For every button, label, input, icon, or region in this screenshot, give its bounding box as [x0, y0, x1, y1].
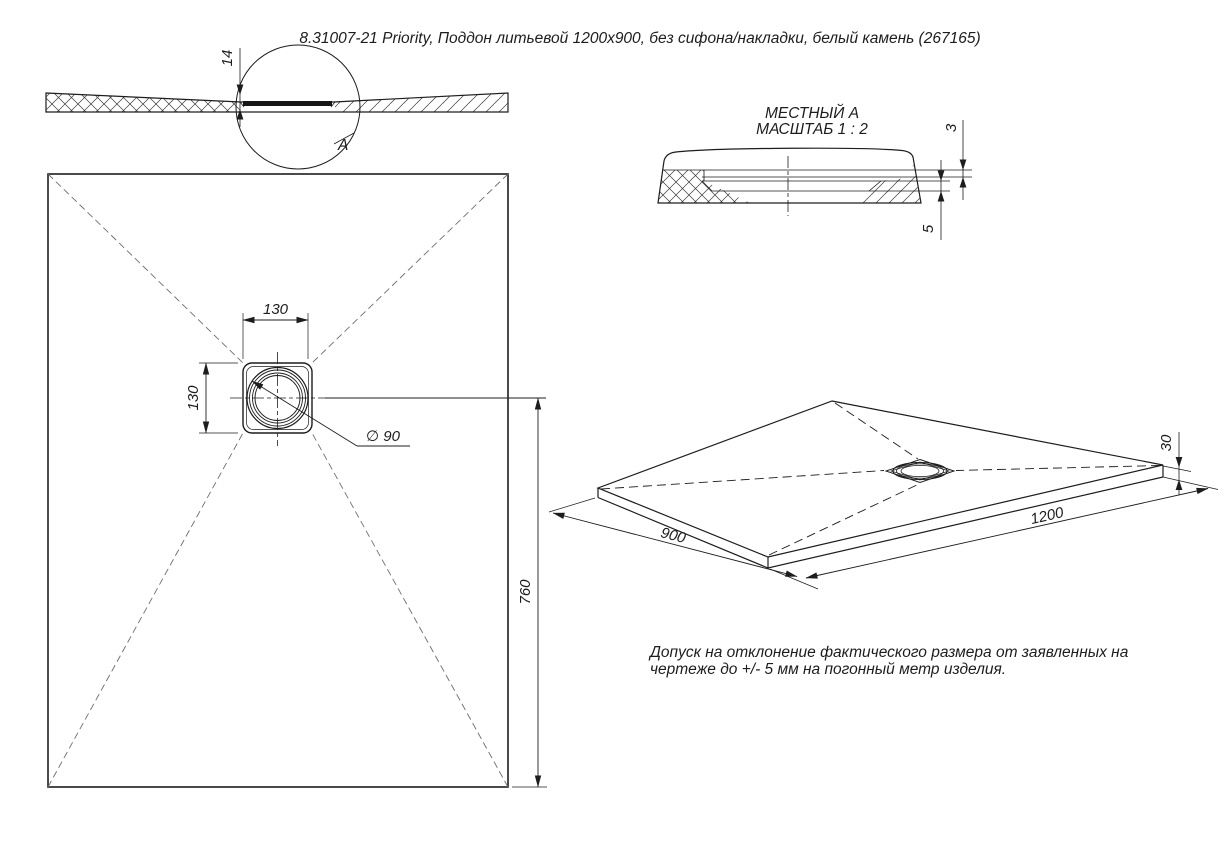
- tolerance-note: Допуск на отклонение фактического размер…: [648, 644, 1129, 678]
- iso-side-faces: [597, 465, 1164, 569]
- tolerance-note-line2: чертеже до +/- 5 мм на погонный метр изд…: [650, 661, 1006, 678]
- dim-5-arrow-bottom: [937, 191, 945, 202]
- dim-760-text: 760: [517, 579, 534, 605]
- dim-14-arrow-top: [236, 84, 244, 95]
- dim-30-arrow-top: [1175, 457, 1183, 468]
- dim-900-text: 900: [659, 524, 688, 547]
- detail-view-title: МЕСТНЫЙ А: [765, 104, 859, 122]
- detail-callout-circle: [235, 44, 361, 170]
- detail-right-hatch: [852, 158, 921, 203]
- section-view: A 14: [45, 44, 509, 170]
- dim-5-arrow-top: [937, 170, 945, 181]
- dim-900-line: [552, 512, 798, 577]
- section-outline: [45, 92, 509, 113]
- detail-left-hatch: [658, 170, 750, 203]
- dim-1200-line: [805, 487, 1209, 579]
- section-drain-plate: [243, 101, 332, 106]
- dim-30-arrow-bottom: [1175, 479, 1183, 490]
- plan-slope-diagonals: [47, 173, 509, 788]
- dim-d90-text: ∅ 90: [366, 428, 401, 445]
- dim-130h-text: 130: [185, 385, 202, 411]
- dim-3-arrow-top: [959, 159, 967, 170]
- section-recess-edges: [239, 101, 336, 108]
- dim-5-text: 5: [920, 224, 937, 233]
- detail-callout-label: A: [337, 137, 348, 154]
- dim-5-ext: [869, 180, 950, 192]
- detail-a-view: МЕСТНЫЙ А МАСШТАБ 1 : 2 3 5: [657, 104, 972, 240]
- dim-d90-leader: [251, 380, 358, 447]
- plan-drain-centerlines: [230, 352, 325, 446]
- iso-slope-lines: [600, 402, 1161, 556]
- iso-view: 900 1200 30: [548, 400, 1219, 590]
- detail-outline: [657, 147, 922, 204]
- dim-1200-text: 1200: [1029, 504, 1066, 528]
- page-title: 8.31007-21 Priority, Поддон литьевой 120…: [299, 30, 980, 47]
- tolerance-note-line1: Допуск на отклонение фактического размер…: [648, 644, 1129, 661]
- iso-drain: [884, 458, 956, 484]
- section-left-hatch: [46, 93, 240, 112]
- dim-3-text: 3: [943, 123, 960, 132]
- dim-3-arrow-bottom: [959, 177, 967, 188]
- dim-130w-text: 130: [263, 301, 289, 318]
- detail-view-scale: МАСШТАБ 1 : 2: [756, 121, 868, 138]
- dim-14-text: 14: [219, 50, 236, 67]
- drawing-title: 8.31007-21 Priority, Поддон литьевой 120…: [299, 30, 980, 47]
- detail-callout-leader: [333, 132, 355, 145]
- plan-outline: [47, 173, 509, 788]
- section-right-hatch: [335, 93, 508, 112]
- dim-14-arrow-bottom: [236, 109, 244, 120]
- detail-internal-lines: [663, 169, 916, 192]
- iso-dim-extensions: [548, 465, 1219, 590]
- dim-30-text: 30: [1158, 434, 1175, 451]
- plan-view: 130 130 ∅ 90 760: [47, 173, 547, 788]
